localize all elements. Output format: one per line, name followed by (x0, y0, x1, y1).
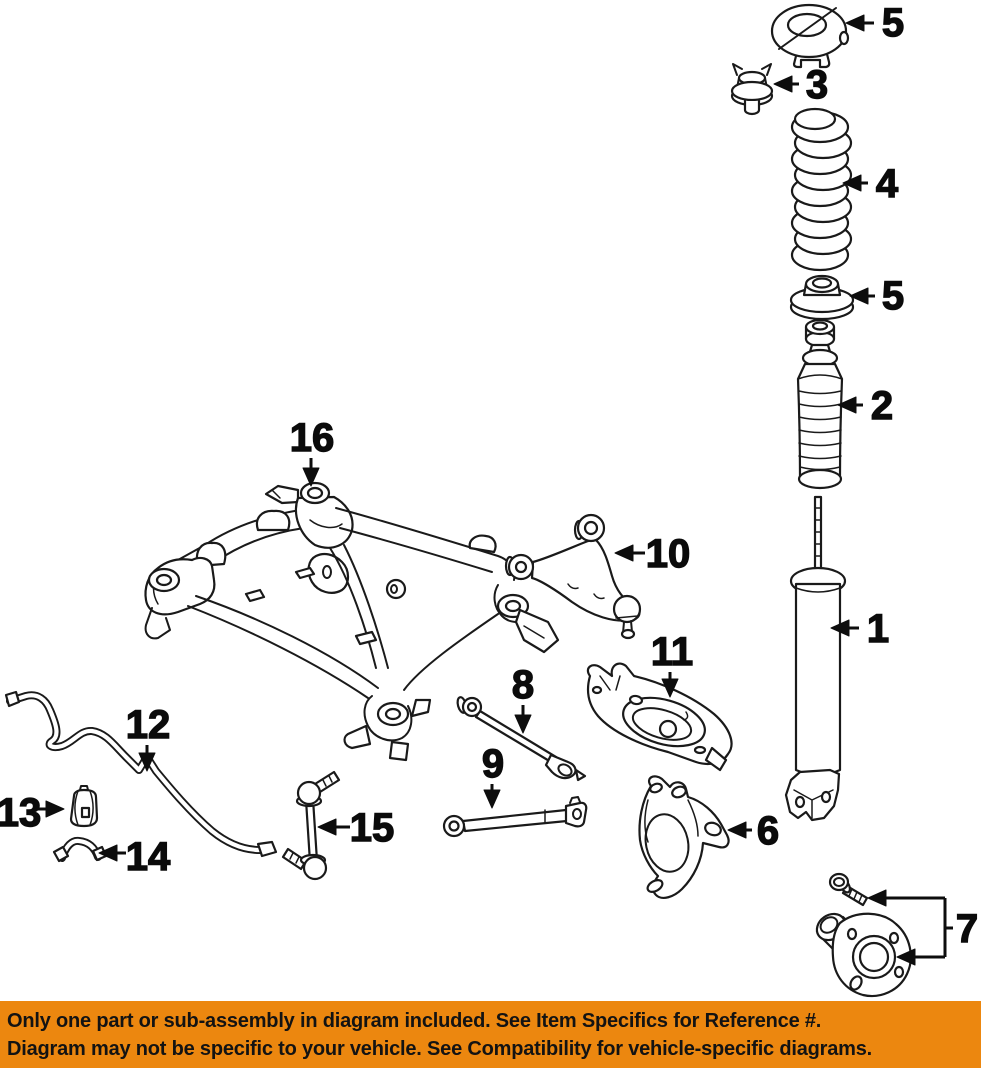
callout-label: 2 (871, 384, 893, 428)
callout-3: 3 (773, 62, 829, 108)
part-coil-spring (790, 107, 853, 272)
part-strut-bushing (730, 63, 774, 116)
disclaimer-line-1: Only one part or sub-assembly in diagram… (7, 1010, 822, 1032)
callout-label: 13 (0, 791, 41, 835)
part-hub-bolt (828, 872, 869, 907)
callout-label: 1 (867, 607, 889, 651)
callout-label: 10 (646, 532, 691, 576)
part-hub-assembly (815, 912, 912, 998)
callout-arrow-icon (661, 678, 679, 698)
callout-label: 6 (757, 809, 779, 853)
callout-arrow-icon (483, 789, 501, 809)
callout-arrow-icon (867, 889, 887, 907)
callout-arrow-icon (896, 948, 916, 966)
part-stabilizer-bar (4, 690, 278, 858)
callout-arrow-icon (317, 818, 337, 836)
callout-label: 15 (350, 806, 395, 850)
callout-5-lower: 5 (849, 273, 905, 319)
callout-11: 11 (650, 629, 694, 698)
callout-10: 10 (614, 531, 691, 577)
disclaimer-banner: Only one part or sub-assembly in diagram… (0, 1001, 981, 1068)
part-stabilizer-bracket (52, 836, 108, 863)
callout-16: 16 (289, 415, 335, 487)
rear-suspension-diagram: 5 3 4 5 2 1 16 10 11 (0, 0, 979, 998)
callout-arrow-icon (845, 14, 865, 32)
callout-label: 9 (482, 742, 504, 786)
part-upper-control-arm (504, 513, 642, 640)
callout-15: 15 (317, 805, 395, 851)
callout-label: 16 (290, 416, 335, 460)
part-subframe-crossmember (144, 481, 560, 762)
callout-arrow-icon (837, 396, 857, 414)
callout-label: 14 (126, 835, 171, 879)
callout-arrow-icon (98, 844, 118, 862)
part-stabilizer-link (281, 770, 341, 881)
part-knuckle (638, 775, 730, 899)
callout-label: 3 (806, 63, 828, 107)
callout-arrow-icon (830, 619, 850, 637)
callout-arrow-icon (842, 174, 862, 192)
part-radius-rod (442, 796, 588, 838)
callout-1: 1 (830, 606, 890, 652)
callout-arrow-icon (849, 287, 869, 305)
part-spring-seat-lower (789, 274, 855, 321)
part-spring-seat-upper (770, 3, 850, 69)
part-lateral-link (456, 696, 587, 782)
callout-2: 2 (837, 383, 894, 429)
callout-arrow-icon (45, 800, 65, 818)
callout-label: 12 (126, 703, 171, 747)
callout-4: 4 (842, 161, 900, 207)
callout-label: 4 (876, 162, 899, 206)
callout-arrow-icon (302, 467, 320, 487)
part-lower-control-arm (586, 662, 733, 772)
part-stabilizer-bushing (69, 785, 99, 828)
callout-5-upper: 5 (845, 0, 905, 46)
callout-arrow-icon (773, 75, 793, 93)
part-dust-cover (796, 318, 844, 490)
callout-arrow-icon (614, 544, 634, 562)
callout-12: 12 (125, 702, 171, 772)
callout-9: 9 (481, 741, 505, 809)
callout-8: 8 (511, 662, 535, 734)
callout-arrow-icon (138, 752, 156, 772)
disclaimer-line-2: Diagram may not be specific to your vehi… (7, 1038, 873, 1060)
callout-label: 11 (651, 630, 693, 674)
callout-arrow-icon (514, 714, 532, 734)
callout-13: 13 (0, 790, 65, 836)
callout-label: 5 (882, 1, 904, 45)
callout-7: 7 (867, 889, 979, 966)
callout-14: 14 (98, 834, 172, 880)
callout-label: 7 (956, 907, 978, 951)
callout-arrow-icon (727, 821, 747, 839)
part-shock-absorber (784, 495, 847, 822)
callout-label: 8 (512, 663, 534, 707)
callout-label: 5 (882, 274, 904, 318)
callout-6: 6 (727, 808, 780, 854)
